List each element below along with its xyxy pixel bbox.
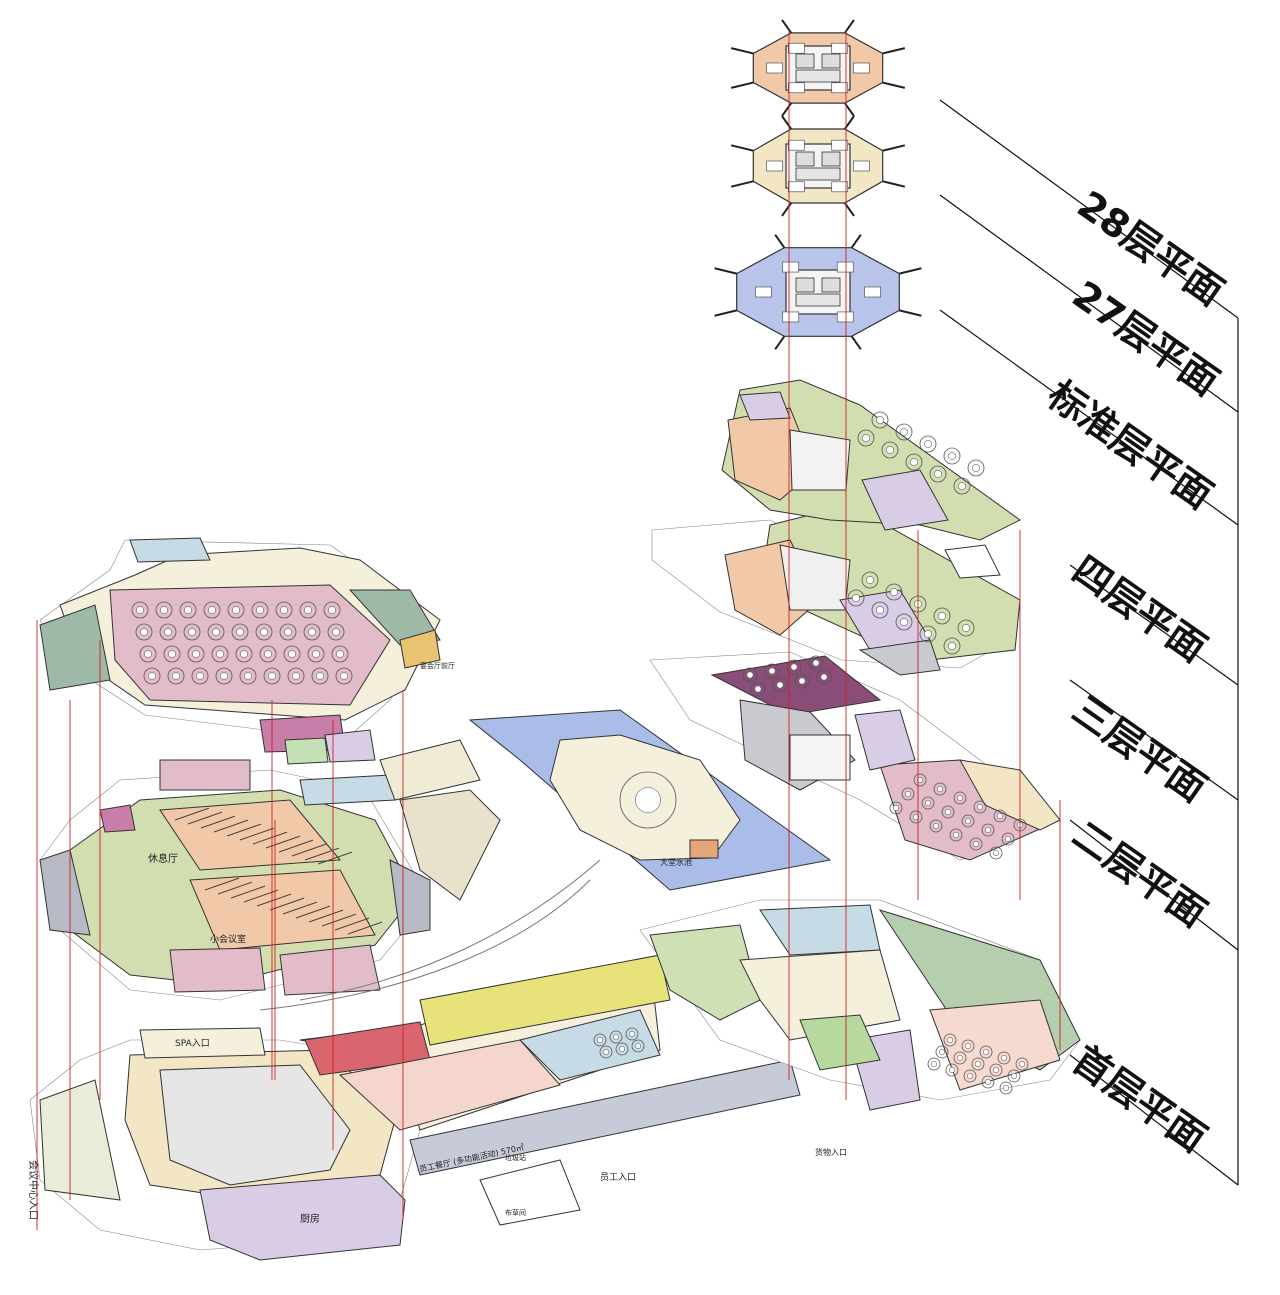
meeting-left-wing bbox=[39, 849, 91, 936]
ballroom-foyer-label: 宴会厅前厅 bbox=[420, 661, 455, 670]
std-tables bbox=[857, 411, 985, 495]
gf-green-court bbox=[649, 924, 761, 1021]
std-lavender-2 bbox=[739, 391, 791, 421]
ballroom-left-wing bbox=[39, 604, 111, 691]
f3-purple-hall bbox=[710, 655, 882, 716]
label-guide-line bbox=[939, 99, 1239, 319]
ballroom-hall bbox=[109, 584, 391, 706]
linen-room-label: 布草间 bbox=[505, 1208, 526, 1217]
lobby-desk bbox=[689, 839, 719, 859]
landscape-curve-1 bbox=[299, 859, 601, 1001]
floor-1-plan bbox=[29, 899, 1081, 1261]
gf-restaurant-tables bbox=[927, 1033, 1029, 1095]
conference-entrance-label: 会议中心入口 bbox=[27, 1160, 40, 1220]
meeting-magenta-room bbox=[99, 804, 136, 833]
label-guide-lines bbox=[939, 99, 1239, 1186]
std-lavender bbox=[861, 469, 949, 531]
standard-floor-plan bbox=[714, 234, 922, 350]
gf-pink-area bbox=[338, 1039, 561, 1131]
lobby-walkway bbox=[379, 739, 481, 801]
f3-tables-2 bbox=[742, 655, 832, 697]
gf-kitchen-room bbox=[199, 1174, 406, 1261]
gf-kitchen-equipment bbox=[159, 1064, 351, 1186]
lobby-round-feature bbox=[619, 771, 677, 829]
rest-hall-label: 休息厅 bbox=[148, 852, 178, 865]
meeting-bottom-rooms bbox=[169, 947, 266, 993]
alignment-lines bbox=[36, 30, 1061, 1230]
lobby-water-label: 大堂水池 bbox=[660, 857, 692, 867]
f3-pink-banquet bbox=[879, 759, 1062, 861]
small-meeting-label: 小会议室 bbox=[210, 933, 246, 945]
floor-27-plan bbox=[730, 115, 906, 217]
ballroom-lavender-room bbox=[324, 729, 376, 763]
floor-3-ballroom bbox=[39, 537, 441, 765]
gf-blue-rooms bbox=[519, 1009, 661, 1081]
ballroom-top-room bbox=[129, 537, 211, 563]
gf-restaurant bbox=[929, 999, 1061, 1091]
lobby-stone-paving bbox=[399, 789, 501, 901]
floor-28-plan bbox=[730, 19, 906, 117]
floor-3-plan bbox=[649, 651, 1062, 861]
staff-entrance-label: 员工入口 bbox=[600, 1172, 636, 1183]
meeting-connector bbox=[299, 774, 396, 806]
floor-2-meeting bbox=[39, 759, 431, 1001]
spa-entrance-label: SPA入口 bbox=[175, 1038, 210, 1049]
meeting-top-rooms bbox=[159, 759, 251, 791]
label-guide-line bbox=[939, 309, 1239, 526]
kitchen-label: 厨房 bbox=[300, 1212, 320, 1225]
f3-lavender bbox=[854, 709, 916, 771]
ballroom-tables bbox=[131, 601, 353, 685]
f3-core bbox=[789, 734, 851, 781]
f3-tables bbox=[889, 773, 1027, 860]
label-guide-line bbox=[1069, 1054, 1239, 1186]
std-green-zone bbox=[721, 379, 1021, 541]
label-guide-line bbox=[1069, 819, 1239, 951]
label-guide-line bbox=[1069, 564, 1239, 686]
meeting-hall-top bbox=[159, 799, 342, 871]
landscape-curves bbox=[259, 739, 601, 1011]
gf-green-square bbox=[799, 1014, 881, 1071]
ballroom-green-room bbox=[284, 737, 329, 765]
gf-left-wing bbox=[39, 1079, 121, 1201]
floor-2-lobby-plate bbox=[468, 709, 832, 891]
std-stair bbox=[944, 544, 1001, 579]
meeting-right-wing bbox=[389, 859, 431, 936]
landscape-curve-2 bbox=[259, 879, 591, 1011]
ballroom-yellow-room bbox=[399, 629, 441, 669]
std-core bbox=[789, 429, 851, 491]
f4-grey bbox=[858, 639, 941, 676]
gf-spa-entry bbox=[139, 1027, 266, 1059]
meeting-bottom-rooms-2 bbox=[279, 944, 381, 996]
label-guide-line bbox=[939, 194, 1239, 413]
f4-core bbox=[779, 544, 851, 611]
gf-round-tables bbox=[593, 1027, 645, 1059]
garbage-station-label: 垃圾站 bbox=[505, 1153, 526, 1162]
gf-staff-strip bbox=[409, 1059, 801, 1176]
floor-standard-block bbox=[721, 379, 1021, 579]
label-guide-line bbox=[1069, 679, 1239, 801]
cargo-entrance-label: 货物入口 bbox=[815, 1147, 847, 1157]
meeting-hall-bottom bbox=[189, 869, 376, 951]
gf-yellow-offices bbox=[419, 954, 671, 1046]
ballroom-right-wing bbox=[348, 589, 441, 646]
f3-beige bbox=[959, 759, 1061, 831]
gf-pavilion bbox=[479, 1159, 581, 1226]
floor-slabs bbox=[29, 19, 1081, 1261]
